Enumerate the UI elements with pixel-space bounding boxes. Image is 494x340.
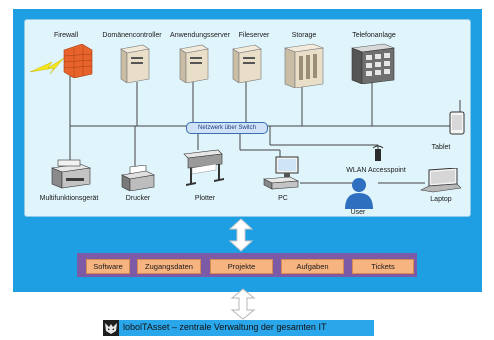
domaincontroller-label: Domänencontroller xyxy=(102,32,162,39)
mfp-icon xyxy=(50,159,92,189)
mfp-label: Multifunktionsgerät xyxy=(39,195,99,202)
module-tickets[interactable]: Tickets xyxy=(352,259,414,274)
wlan-label: WLAN Accesspoint xyxy=(346,167,406,174)
wlan-accesspoint-icon xyxy=(372,145,384,161)
tablet-label: Tablet xyxy=(431,144,451,151)
firewall-icon xyxy=(30,44,93,78)
appserver-server-icon xyxy=(179,44,209,83)
fileserver-server-icon xyxy=(232,44,262,83)
fileserver-label: Fileserver xyxy=(238,32,270,39)
printer-icon xyxy=(121,165,155,191)
pc-icon xyxy=(262,156,300,190)
lower-bidirectional-arrow-icon xyxy=(230,288,256,320)
laptop-icon xyxy=(420,168,461,193)
user-icon xyxy=(345,178,373,209)
firewall-label: Firewall xyxy=(53,32,79,39)
storage-icon xyxy=(283,43,325,88)
domaincontroller-server-icon xyxy=(120,44,150,83)
module-bar: Software Zugangsdaten Projekte Aufgaben … xyxy=(77,253,417,277)
caption-bar: lobolTAsset – zentrale Verwaltung der ge… xyxy=(119,320,374,336)
phone-system-icon xyxy=(351,43,395,84)
phone-system-label: Telefonanlage xyxy=(352,32,396,39)
wolf-logo-icon xyxy=(103,320,119,336)
caption-text: lobolTAsset – zentrale Verwaltung der ge… xyxy=(123,322,327,332)
pc-label: PC xyxy=(278,195,288,202)
user-label: User xyxy=(350,209,366,216)
bidirectional-arrow-icon xyxy=(228,218,254,252)
laptop-label: Laptop xyxy=(430,196,452,203)
module-zugangsdaten[interactable]: Zugangsdaten xyxy=(137,259,201,274)
module-aufgaben[interactable]: Aufgaben xyxy=(281,259,344,274)
tablet-icon xyxy=(449,111,465,135)
network-switch: Netzwerk über Switch xyxy=(186,122,268,134)
printer-label: Drucker xyxy=(125,195,151,202)
storage-label: Storage xyxy=(291,32,317,39)
plotter-label: Plotter xyxy=(194,195,216,202)
plotter-icon xyxy=(183,149,224,186)
module-software[interactable]: Software xyxy=(86,259,130,274)
module-projekte[interactable]: Projekte xyxy=(210,259,273,274)
appserver-label: Anwendungsserver xyxy=(170,32,230,39)
